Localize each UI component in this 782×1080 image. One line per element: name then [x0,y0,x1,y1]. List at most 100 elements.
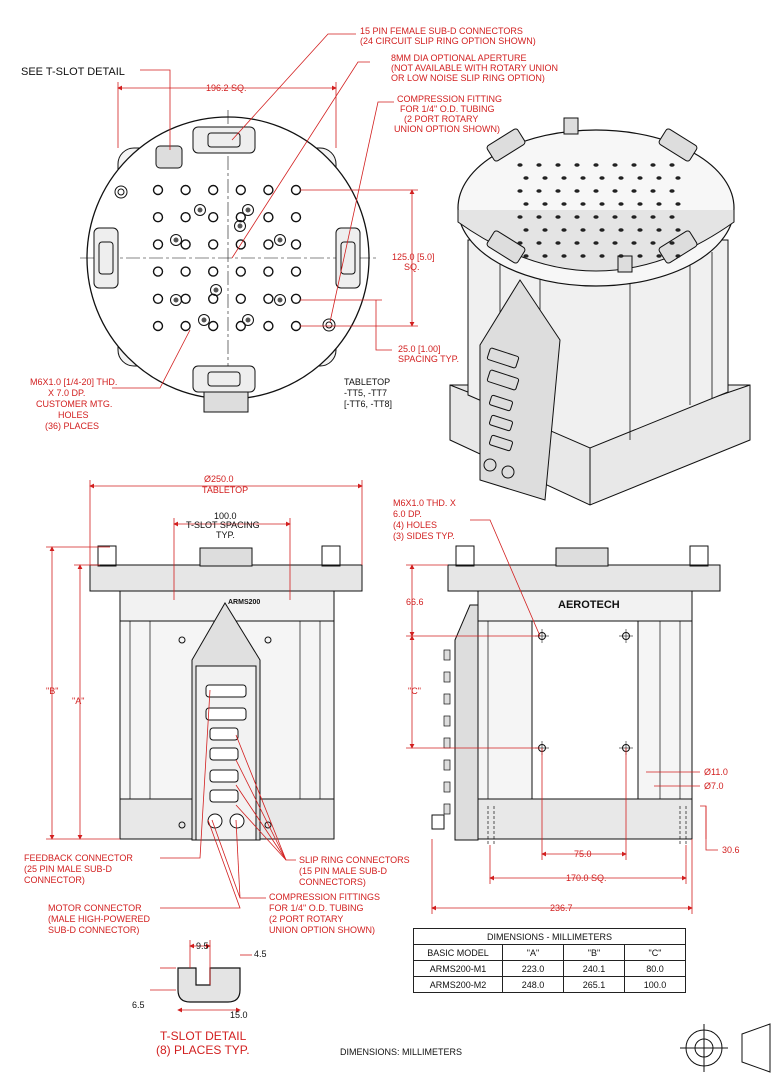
table-header: "A" [502,944,564,961]
iso-hole [536,189,542,193]
iso-hole [612,189,618,193]
iso-hole [542,228,548,232]
iso-hole [580,176,586,180]
counterbore-center [245,207,251,213]
aperture-callout-1: 8MM DIA OPTIONAL APERTURE [391,53,527,63]
mtg-holes-2: X 7.0 DP. [48,388,85,398]
dim-100-spacing: T-SLOT SPACING [186,520,260,530]
iso-hole [669,215,675,219]
dim-A: "A" [72,696,84,706]
iso-hole [675,254,681,258]
fittings-4: UNION OPTION SHOWN) [269,925,375,935]
iso-hole [536,241,542,245]
counterbore-center [201,317,207,323]
front-connector [209,727,239,741]
tslot-150: 15.0 [230,1010,248,1020]
iso-hole [618,254,624,258]
dim-125: 125.0 [5.0] [392,252,435,262]
mounting-hole [180,293,191,304]
iso-hole [574,241,580,245]
iso-hole [542,176,548,180]
iso-hole [593,189,599,193]
feedback-1: FEEDBACK CONNECTOR [24,853,133,863]
feedback-3: CONNECTOR) [24,875,85,885]
iso-hole [555,189,561,193]
mounting-hole [263,184,274,196]
tabletop-1: TABLETOP [344,377,390,387]
mtg-holes-1: M6X1.0 [1/4-20] THD. [30,377,117,387]
mounting-hole [207,184,219,196]
mounting-hole [152,266,164,277]
table-header: "C" [624,944,686,961]
mounting-hole [290,239,302,250]
motor-2: (MALE HIGH-POWERED [48,914,151,924]
counterbore-hole [274,234,286,246]
iso-hole [523,176,529,180]
iso-hole [618,176,624,180]
table-row: ARMS200-M1 223.0 240.1 80.0 [413,960,686,977]
subd-callout-1: 15 PIN FEMALE SUB-D CONNECTORS [360,26,523,36]
iso-hole [517,163,523,167]
front-connector [205,684,247,698]
footer-units: DIMENSIONS: MILLIMETERS [340,1047,462,1057]
mounting-hole [235,211,247,223]
tabletop-3: [-TT6, -TT8] [344,399,392,409]
iso-hole [599,176,605,180]
fittings-1: COMPRESSION FITTINGS [269,892,380,902]
dim-170: 170.0 SQ. [566,873,607,883]
mtg-holes-5: (36) PLACES [45,421,99,431]
iso-hole [618,228,624,232]
iso-hole [656,202,662,206]
isometric-view [449,117,751,506]
labels: 15 PIN FEMALE SUB-D CONNECTORS (24 CIRCU… [21,26,740,1057]
mounting-hole [235,320,247,332]
mounting-hole [207,320,219,332]
iso-hole [574,215,580,219]
iso-hole [612,241,618,245]
slipring-2: (15 PIN MALE SUB-D [299,866,388,876]
mounting-hole [152,184,164,196]
counterbore-center [277,297,283,303]
mounting-hole [180,184,191,196]
fittings-3: (2 PORT ROTARY [269,914,343,924]
iso-hole [580,228,586,232]
iso-hole [669,163,675,167]
iso-hole [555,241,561,245]
mounting-hole [235,266,247,277]
iso-hole [561,176,567,180]
iso-hole [517,215,523,219]
iso-hole [561,202,567,206]
side-connector [443,803,451,815]
aperture-callout-3: OR LOW NOISE SLIP RING OPTION) [391,73,545,83]
iso-hole [599,254,605,258]
counterbore-hole [234,220,246,232]
subd-callout-2: (24 CIRCUIT SLIP RING OPTION SHOWN) [360,36,536,46]
counterbore-center [237,223,243,229]
side-connector [443,737,451,749]
mounting-hole [290,211,302,223]
dim-100-typ: TYP. [216,530,235,540]
table-header: "B" [563,944,625,961]
side-connector [443,715,451,727]
table-header: BASIC MODEL [413,944,503,961]
side-connector [443,759,451,771]
iso-hole [675,176,681,180]
iso-hole [650,241,656,245]
fittings-2: FOR 1/4" O.D. TUBING [269,903,364,913]
iso-hole [631,241,637,245]
iso-hole [574,163,580,167]
dim-66: 66.6 [406,597,424,607]
motor-3: SUB-D CONNECTOR) [48,925,139,935]
mounting-hole [180,320,191,332]
side-connector [443,671,451,683]
motor-1: MOTOR CONNECTOR [48,903,142,913]
slipring-3: CONNECTORS) [299,877,366,887]
mounting-hole [180,239,191,250]
tabletop-2: -TT5, -TT7 [344,388,387,398]
iso-hole [523,202,529,206]
dim-C: "C" [408,686,421,696]
dim-B: "B" [46,686,58,696]
dim-125-sq: SQ. [404,262,420,272]
mtg-holes-4: HOLES [58,410,89,420]
iso-hole [580,254,586,258]
